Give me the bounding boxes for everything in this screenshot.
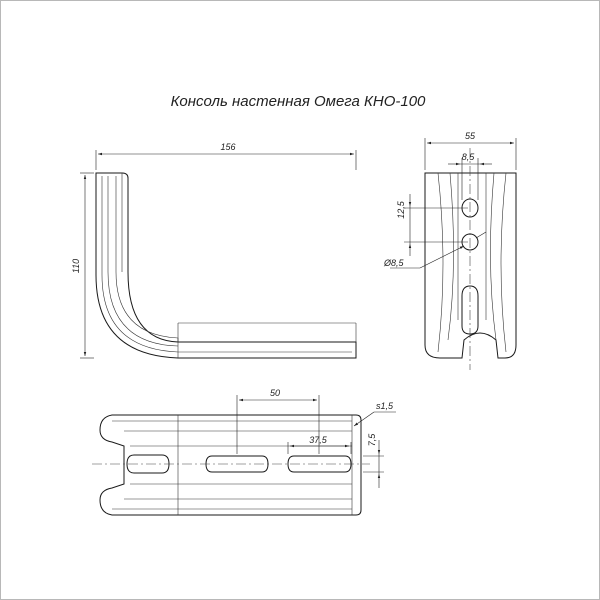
dim-hole-width: 8,5: [448, 152, 492, 200]
dim-side-width: 156: [95, 142, 357, 170]
dim-label-thickness: s1,5: [376, 401, 394, 411]
dim-label-55: 55: [465, 131, 476, 141]
dim-label-hole-diameter: Ø8,5: [383, 258, 405, 268]
dim-label-7-5: 7,5: [367, 433, 377, 447]
dim-label-156: 156: [220, 142, 235, 152]
dim-side-height: 110: [71, 172, 94, 359]
top-view: [92, 414, 370, 516]
side-view: [95, 172, 357, 359]
dim-label-110: 110: [71, 259, 81, 273]
dim-hole-diameter: Ø8,5: [383, 231, 487, 269]
dim-label-12-5: 12,5: [396, 200, 406, 219]
dim-hole-spacing: 12,5: [396, 194, 468, 256]
dim-thickness: s1,5: [353, 401, 396, 427]
drawing-title: Консоль настенная Омега КНО-100: [171, 93, 426, 110]
dim-slot-length: 37,5: [287, 435, 352, 454]
dim-slot-pitch: 50: [236, 388, 320, 454]
dim-end-width: 55: [424, 131, 517, 170]
dim-label-50: 50: [270, 388, 280, 398]
dim-slot-offset: 7,5: [363, 433, 384, 488]
dim-label-8-5: 8,5: [462, 152, 476, 162]
dim-label-37-5: 37,5: [309, 435, 328, 445]
